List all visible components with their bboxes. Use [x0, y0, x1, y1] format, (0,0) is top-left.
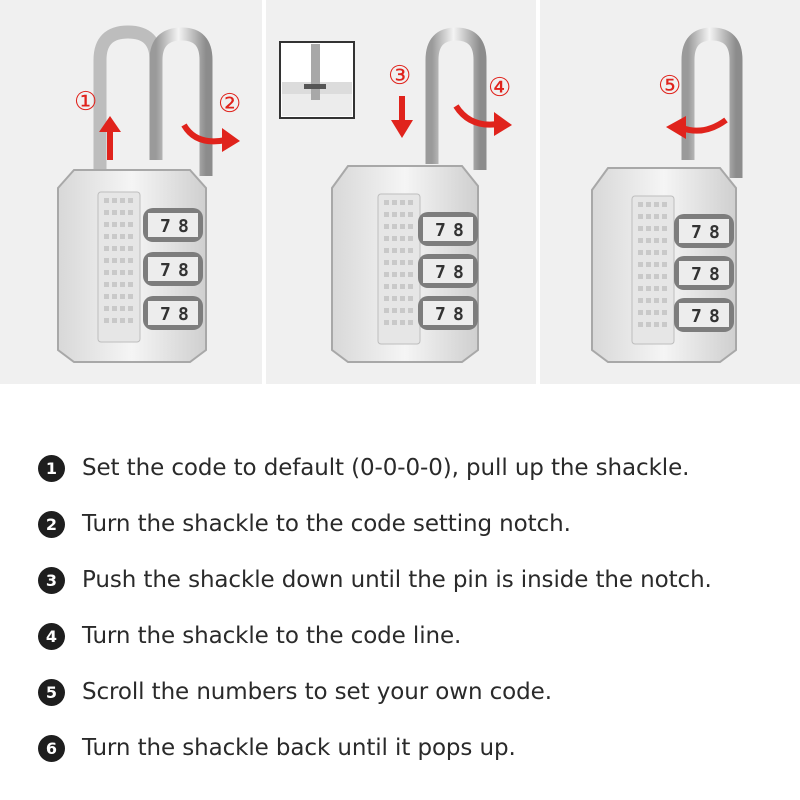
combination-dials: 7 8 7 8 7 8: [674, 214, 734, 332]
dial-digit: 7: [691, 306, 702, 327]
dial-digit: 8: [178, 260, 189, 281]
step-number-badge: 6: [38, 734, 65, 762]
shackle: [425, 27, 487, 170]
curved-right-arrow-icon: [453, 104, 499, 128]
panel-step-1-2: 7 8 7 8 7 8 ① ②: [0, 0, 262, 384]
dial-digit: 7: [691, 264, 702, 285]
dial-digit: 7: [435, 262, 446, 283]
notch-close-up-inset: [279, 41, 355, 119]
step-text: Turn the shackle to the code setting not…: [82, 511, 571, 537]
illustration-strip: 7 8 7 8 7 8 ① ②: [0, 0, 800, 384]
step-text: Push the shackle down until the pin is i…: [82, 567, 712, 593]
dial-digit: 8: [453, 262, 464, 283]
combination-dials: 7 8 7 8 7 8: [418, 212, 478, 330]
combination-dials: 7 8 7 8 7 8: [143, 208, 203, 330]
dial-digit: 8: [178, 304, 189, 325]
step-text: Set the code to default (0-0-0-0), pull …: [82, 455, 690, 481]
dial-digit: 7: [435, 220, 446, 241]
step-number-badge: 3: [38, 566, 65, 594]
dial-digit: 7: [691, 222, 702, 243]
curved-right-arrow-icon: [181, 123, 227, 145]
list-item: 5 Scroll the numbers to set your own cod…: [38, 664, 778, 720]
dial-digit: 7: [160, 216, 171, 237]
marker-1: ①: [74, 87, 97, 117]
marker-2: ②: [218, 89, 241, 119]
dial-digit: 7: [160, 304, 171, 325]
step-text: Turn the shackle back until it pops up.: [82, 735, 516, 761]
list-item: 3 Push the shackle down until the pin is…: [38, 552, 778, 608]
step-number-badge: 1: [38, 454, 65, 482]
panel-step-5: 7 8 7 8 7 8 ⑤: [540, 0, 800, 384]
step-number-badge: 4: [38, 622, 65, 650]
padlock-illustration-1: 7 8 7 8 7 8 ① ②: [57, 25, 241, 363]
dial-digit: 8: [178, 216, 189, 237]
dial-digit: 8: [709, 264, 720, 285]
dial-digit: 8: [709, 306, 720, 327]
step-number-badge: 5: [38, 678, 65, 706]
shackle: [681, 27, 743, 178]
instruction-list: 1 Set the code to default (0-0-0-0), pul…: [38, 440, 778, 776]
dial-digit: 8: [453, 220, 464, 241]
list-item: 1 Set the code to default (0-0-0-0), pul…: [38, 440, 778, 496]
shackle: [149, 27, 213, 176]
dial-digit: 8: [709, 222, 720, 243]
list-item: 6 Turn the shackle back until it pops up…: [38, 720, 778, 776]
marker-3: ③: [388, 61, 411, 91]
marker-5: ⑤: [658, 71, 681, 101]
panel-step-3-4: 7 8 7 8 7 8 ③ ④: [266, 0, 536, 384]
dial-digit: 8: [453, 304, 464, 325]
step-text: Scroll the numbers to set your own code.: [82, 679, 552, 705]
padlock-illustration-3: 7 8 7 8 7 8 ⑤: [591, 27, 743, 363]
padlock-illustration-2: 7 8 7 8 7 8 ③ ④: [279, 27, 512, 363]
list-item: 4 Turn the shackle to the code line.: [38, 608, 778, 664]
step-number-badge: 2: [38, 510, 65, 538]
dial-digit: 7: [435, 304, 446, 325]
dial-digit: 7: [160, 260, 171, 281]
step-text: Turn the shackle to the code line.: [82, 623, 462, 649]
marker-4: ④: [488, 73, 511, 103]
list-item: 2 Turn the shackle to the code setting n…: [38, 496, 778, 552]
